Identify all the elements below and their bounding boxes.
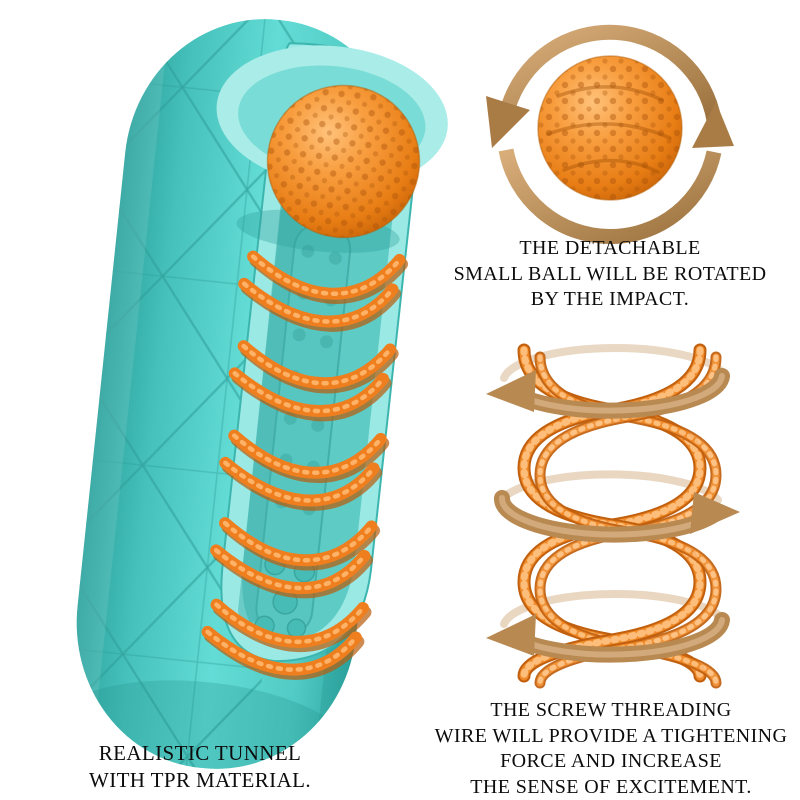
caption-line: WITH TPR MATERIAL. bbox=[88, 767, 312, 792]
cutaway-product-illustration bbox=[62, 5, 448, 783]
caption-line: FORCE AND INCREASE bbox=[500, 750, 722, 773]
caption-line: REALISTIC TUNNEL bbox=[98, 741, 302, 765]
caption-line: THE SCREW THREADING bbox=[490, 699, 732, 721]
rotating-ball-icon bbox=[537, 55, 683, 201]
caption-line: WIRE WILL PROVIDE A TIGHTENING bbox=[434, 724, 788, 747]
tunnel-caption: REALISTIC TUNNEL WITH TPR MATERIAL. bbox=[40, 740, 360, 794]
helix-caption: THE SCREW THREADING WIRE WILL PROVIDE A … bbox=[418, 698, 800, 800]
caption-line: THE DETACHABLE bbox=[519, 237, 701, 259]
screw-threading-figure bbox=[486, 348, 740, 683]
detachable-ball-figure bbox=[486, 24, 734, 244]
ball-caption: THE DETACHABLE SMALL BALL WILL BE ROTATE… bbox=[430, 236, 790, 313]
caption-line: SMALL BALL WILL BE ROTATED bbox=[453, 262, 767, 285]
caption-line: THE SENSE OF EXCITEMENT. bbox=[470, 775, 752, 798]
tightening-arrows-icon bbox=[486, 368, 740, 663]
rotation-arrows-icon bbox=[498, 24, 722, 244]
caption-line: BY THE IMPACT. bbox=[530, 288, 690, 311]
inner-ball bbox=[266, 84, 421, 239]
